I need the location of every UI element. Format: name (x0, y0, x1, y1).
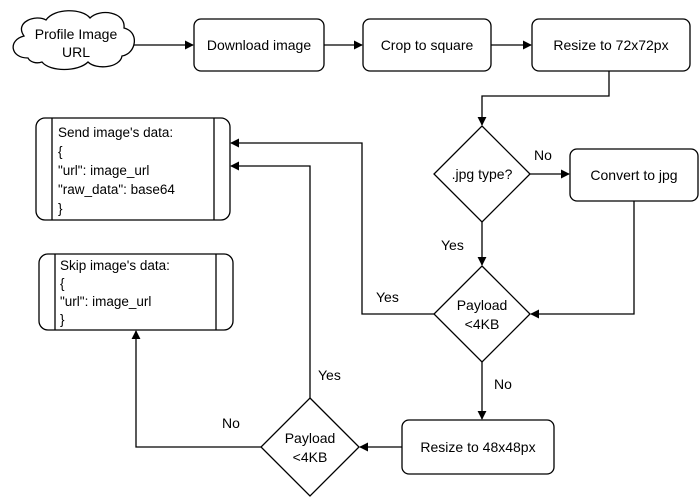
resize-72-label: Resize to 72x72px (553, 37, 668, 53)
profile-url-line2: URL (62, 44, 90, 60)
label-payload2-no: No (222, 415, 240, 431)
payload-2-line2: <4KB (293, 449, 328, 465)
skip-data-line-4: } (60, 312, 65, 327)
payload-decision-1: Payload <4KB (433, 265, 531, 363)
resize-48-box: Resize to 48x48px (401, 419, 555, 475)
payload-decision-2: Payload <4KB (260, 397, 360, 497)
label-payload1-yes: Yes (376, 289, 399, 305)
edge-resize72-to-jpg (477, 71, 610, 126)
crop-square-box: Crop to square (362, 18, 492, 72)
crop-square-label: Crop to square (381, 37, 474, 53)
skip-data-line-3: "url": image_url (60, 294, 151, 309)
edge-payload2-no-to-skip (131, 330, 261, 448)
convert-jpg-box: Convert to jpg (569, 148, 699, 202)
label-jpg-no: No (534, 147, 552, 163)
send-data-line-1: Send image's data: (58, 125, 173, 140)
jpg-type-label: .jpg type? (452, 166, 513, 182)
convert-jpg-label: Convert to jpg (590, 167, 677, 183)
send-data-line-5: } (58, 201, 63, 216)
download-image-box: Download image (193, 18, 325, 72)
resize-72-box: Resize to 72x72px (531, 18, 691, 72)
edge-convert-to-payload1 (530, 201, 635, 319)
edge-payload2-yes-to-send (230, 161, 311, 398)
resize-48-label: Resize to 48x48px (420, 439, 535, 455)
send-data-line-2: { (58, 144, 63, 159)
skip-data-line-1: Skip image's data: (60, 258, 170, 273)
payload-1-line2: <4KB (465, 316, 500, 332)
label-payload1-no: No (494, 376, 512, 392)
skip-data-box: Skip image's data: { "url": image_url } (38, 253, 234, 331)
jpg-type-decision: .jpg type? (433, 125, 531, 223)
send-data-line-4: "raw_data": base64 (58, 182, 175, 197)
payload-1-line1: Payload (457, 297, 508, 313)
payload-2-line1: Payload (285, 430, 336, 446)
edge-payload1-yes-to-send (230, 138, 434, 315)
profile-url-cloud: Profile Image URL (12, 10, 135, 71)
profile-url-line1: Profile Image (35, 26, 118, 42)
download-image-label: Download image (207, 37, 311, 53)
send-data-line-3: "url": image_url (58, 163, 149, 178)
label-payload2-yes: Yes (318, 367, 341, 383)
label-jpg-yes: Yes (441, 237, 464, 253)
send-data-box: Send image's data: { "url": image_url "r… (35, 117, 231, 221)
skip-data-line-2: { (60, 276, 65, 291)
